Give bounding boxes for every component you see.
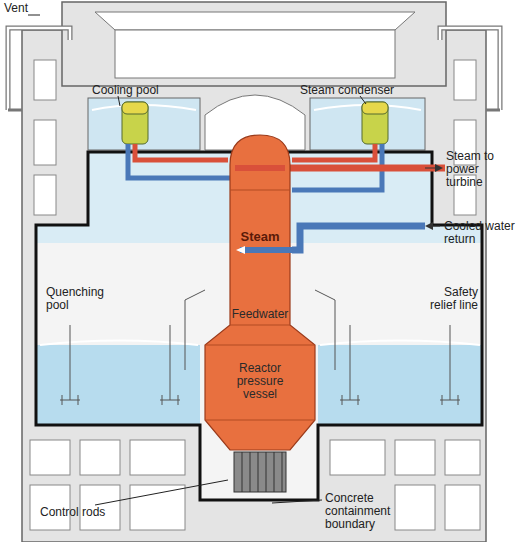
part-label: Cooled water return	[444, 220, 520, 246]
part-label: Quenching pool	[46, 286, 112, 312]
vessel-label: Reactor pressure vessel	[220, 362, 300, 401]
part-label: Concrete containment boundary	[325, 492, 415, 531]
vessel-outline	[195, 130, 325, 452]
part-label: Safety relief line	[418, 286, 478, 312]
part-label: Steam condenser	[300, 84, 415, 97]
vessel-label: Feedwater	[210, 308, 310, 321]
pressure-vessel: SteamFeedwaterReactor pressure vessel	[195, 130, 325, 452]
vessel-label: Steam	[215, 230, 305, 243]
part-label: Steam to power turbine	[446, 150, 518, 189]
part-label: Cooling pool	[92, 84, 187, 97]
part-label: Vent	[4, 2, 44, 15]
part-label: Control rods	[40, 506, 120, 519]
